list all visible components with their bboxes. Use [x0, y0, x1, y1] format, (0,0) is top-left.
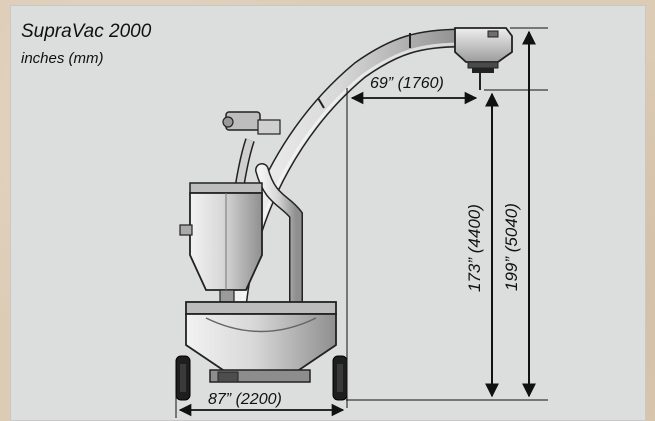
base-width-label: 87” (2200) — [208, 391, 282, 408]
dimension-base-width — [175, 396, 345, 418]
diagram-panel — [10, 5, 646, 421]
dimension-boom-reach — [346, 88, 478, 408]
boom-joint — [222, 111, 281, 135]
dimension-overall-height — [346, 27, 548, 401]
overall-height-label: 199” (5040) — [502, 203, 521, 291]
wheel-left — [175, 355, 191, 401]
cart-chassis — [185, 301, 337, 383]
diagram-title: SupraVac 2000 — [21, 21, 152, 42]
units-note: inches (mm) — [21, 50, 104, 67]
wheel-right — [332, 355, 348, 401]
nozzle-head — [454, 27, 513, 90]
cyclone-hopper — [179, 182, 263, 303]
boom-arm — [228, 28, 472, 310]
inlet-height-label: 173” (4400) — [465, 204, 484, 292]
boom-reach-label: 69” (1760) — [370, 75, 444, 92]
dimension-inlet-height — [484, 89, 548, 398]
